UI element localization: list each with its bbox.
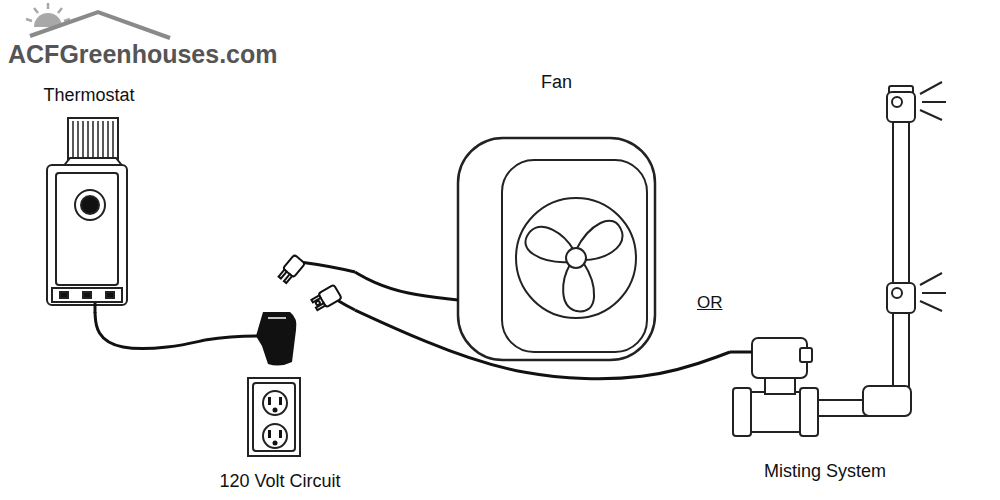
misting-drawing xyxy=(733,388,751,436)
mister-plug xyxy=(310,285,341,312)
wall-outlet xyxy=(268,397,271,405)
wall-outlet xyxy=(253,383,295,451)
fan-drawing xyxy=(502,160,647,352)
fan-drawing xyxy=(458,138,655,360)
misting-drawing xyxy=(892,288,902,298)
piggyback-plug xyxy=(205,312,296,366)
piggyback-plug xyxy=(256,312,296,366)
logo-mark xyxy=(30,12,170,38)
thermostat-drawing xyxy=(106,292,114,298)
thermostat-drawing xyxy=(47,118,127,313)
thermostat-drawing xyxy=(60,292,68,298)
wall-outlet xyxy=(248,378,300,456)
misting-drawing xyxy=(887,92,915,122)
fan-plug xyxy=(284,274,292,283)
misting-drawing xyxy=(730,82,946,436)
logo-text: ACFGreenhouses.com xyxy=(8,40,278,69)
wall-outlet xyxy=(248,378,300,456)
misting-drawing xyxy=(893,104,909,394)
wall-outlet xyxy=(279,430,282,438)
logo-mark xyxy=(26,3,70,21)
wall-outlet xyxy=(273,408,278,413)
misting-drawing xyxy=(920,273,946,311)
thermostat-drawing xyxy=(83,292,91,298)
thermostat-drawing xyxy=(73,121,113,157)
misting-drawing xyxy=(800,388,818,436)
wall-outlet xyxy=(273,441,278,446)
wall-outlet xyxy=(263,424,287,448)
fan-plug xyxy=(277,255,305,285)
device-node: Thermostat xyxy=(38,85,140,312)
piggyback-plug xyxy=(268,317,286,319)
thermostat-drawing xyxy=(75,190,105,220)
logo-mark xyxy=(26,3,170,38)
fan-drawing xyxy=(520,217,622,317)
device-label: Misting System xyxy=(764,461,886,482)
misting-drawing xyxy=(752,338,807,378)
thermostat-drawing xyxy=(68,118,118,160)
power-cord xyxy=(95,312,205,349)
device-label: Thermostat xyxy=(43,85,134,106)
misting-drawing xyxy=(730,351,752,354)
fan-plug xyxy=(279,270,287,279)
misting-drawing xyxy=(815,400,870,416)
mister-plug xyxy=(310,285,355,312)
wall-outlet xyxy=(263,391,287,415)
misting-drawing xyxy=(892,97,902,107)
device-node: 120 Volt Circuit xyxy=(205,250,355,492)
fan-drawing xyxy=(520,217,577,277)
fan-plug xyxy=(277,255,355,285)
misting-drawing xyxy=(800,348,812,362)
power-cord xyxy=(355,272,458,300)
thermostat-drawing xyxy=(47,165,127,305)
mister-plug xyxy=(315,300,320,305)
thermostat-drawing xyxy=(81,196,99,214)
thermostat-drawing xyxy=(52,288,122,302)
device-label: 120 Volt Circuit xyxy=(219,471,340,492)
thermostat-drawing xyxy=(56,173,118,285)
note-text: OR xyxy=(697,293,723,313)
device-node: Misting System xyxy=(730,88,920,482)
fan-plug xyxy=(300,262,355,272)
device-node: Fan xyxy=(458,72,655,362)
thermostat-drawing xyxy=(94,303,97,313)
mister-plug xyxy=(337,300,355,310)
device-label: Fan xyxy=(541,72,572,93)
wall-outlet xyxy=(268,430,271,438)
power-cord xyxy=(355,310,730,379)
fan-drawing xyxy=(516,198,636,318)
piggyback-plug xyxy=(205,336,258,340)
wall-outlet xyxy=(279,397,282,405)
misting-drawing xyxy=(863,386,911,416)
misting-drawing xyxy=(920,82,946,120)
misting-drawing xyxy=(887,283,915,313)
fan-drawing xyxy=(458,138,655,360)
fan-drawing xyxy=(566,248,586,268)
fan-plug xyxy=(283,255,305,278)
